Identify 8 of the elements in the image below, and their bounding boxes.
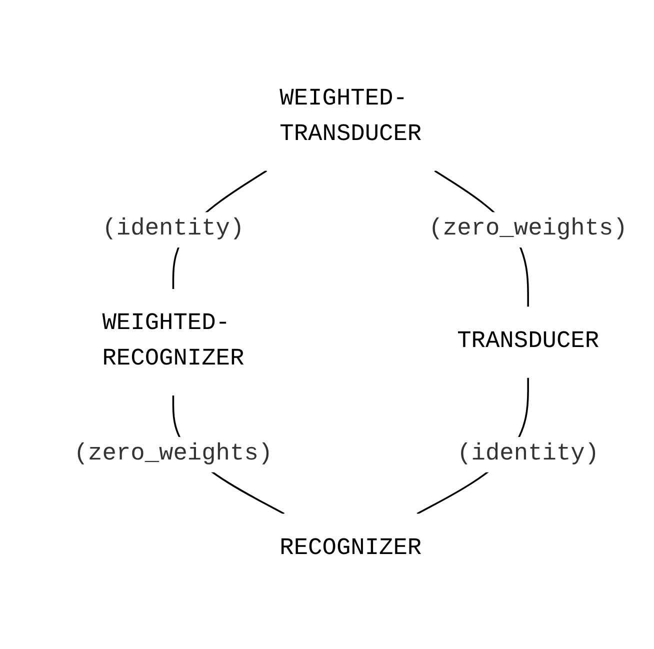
node-text: WEIGHTED- TRANSDUCER bbox=[280, 86, 422, 148]
node-text: TRANSDUCER bbox=[457, 328, 600, 356]
edge-label: (zero_weights) bbox=[428, 216, 628, 243]
edge-label: (zero_weights) bbox=[74, 440, 273, 468]
node-text: RECOGNIZER bbox=[280, 535, 422, 562]
node-text: WEIGHTED- RECOGNIZER bbox=[102, 310, 244, 373]
edge-label: (identity) bbox=[102, 216, 244, 243]
edge-label: (identity) bbox=[457, 440, 600, 468]
